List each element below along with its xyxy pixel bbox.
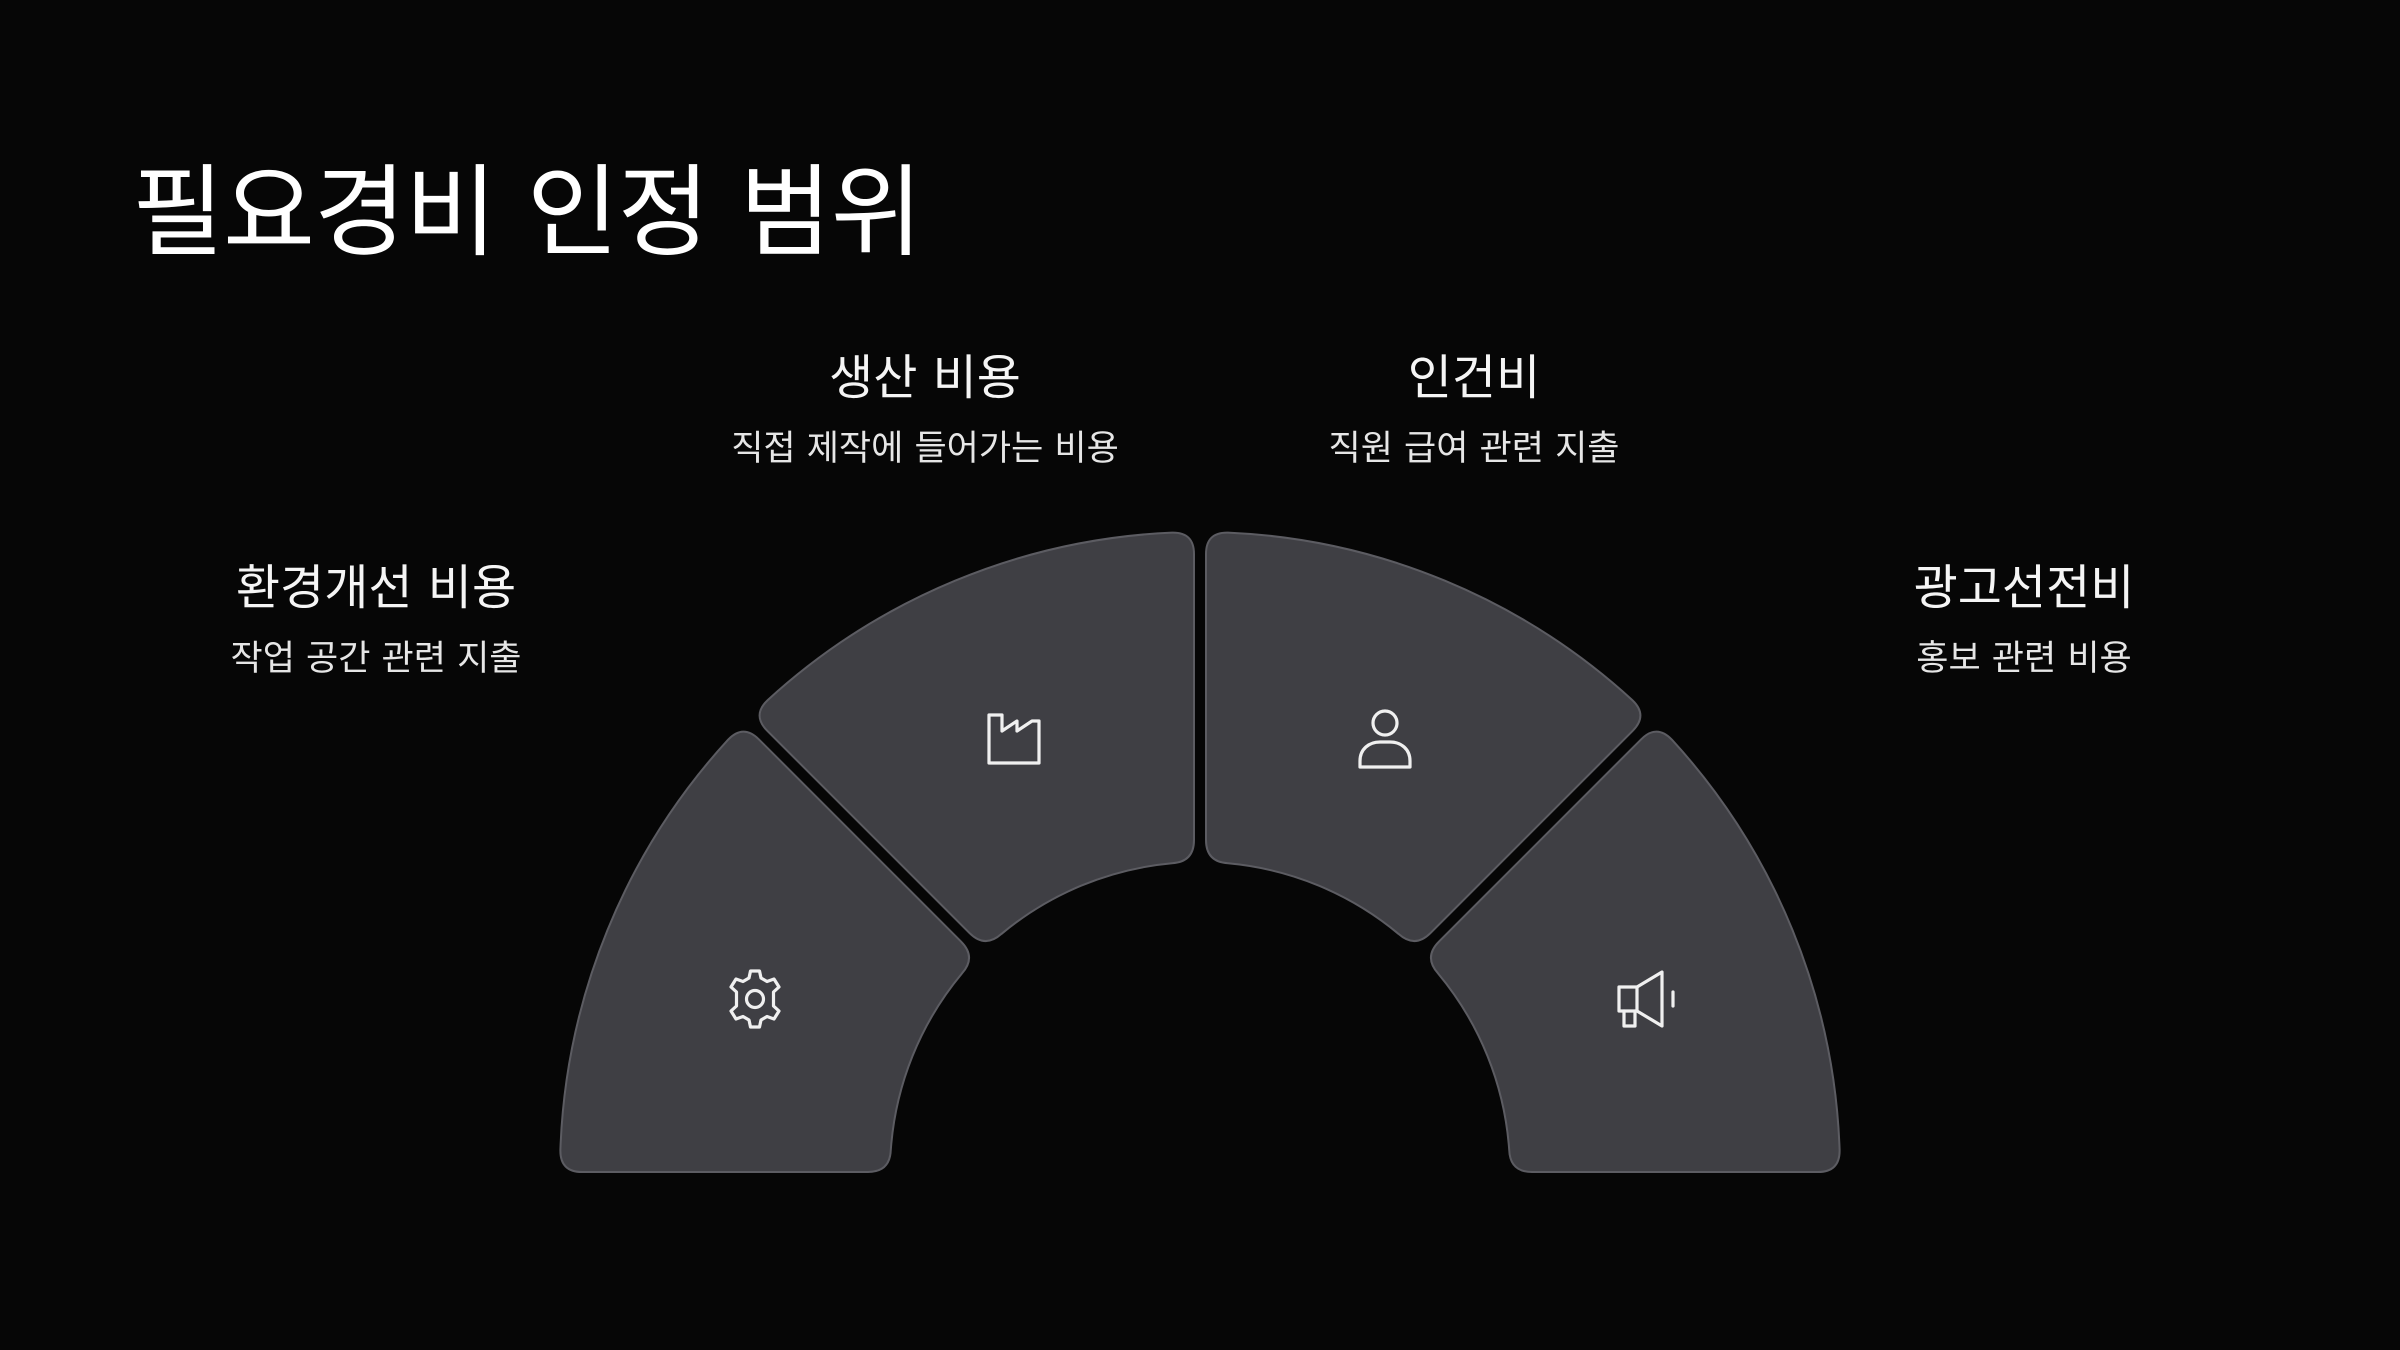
segment-environment (559, 730, 971, 1173)
label-personnel: 인건비 직원 급여 관련 지출 (1329, 350, 1620, 470)
megaphone-icon (1617, 970, 1675, 1028)
label-personnel-description: 직원 급여 관련 지출 (1328, 428, 1620, 469)
label-production: 생산 비용 직접 제작에 들어가는 비용 (731, 350, 1119, 470)
label-personnel-heading: 인건비 (1407, 350, 1541, 406)
segment-production (758, 531, 1195, 943)
label-advertising-heading: 광고선전비 (1913, 560, 2135, 616)
label-production-heading: 생산 비용 (829, 350, 1021, 406)
factory-icon (987, 713, 1041, 765)
label-environment-heading: 환경개선 비용 (235, 560, 517, 616)
person-icon (1358, 709, 1412, 769)
gear-icon (729, 969, 781, 1029)
page-title: 필요경비 인정 범위 (132, 154, 923, 271)
label-environment: 환경개선 비용 작업 공간 관련 지출 (231, 560, 522, 680)
segment-advertising (1429, 730, 1841, 1173)
segment-personnel (1205, 531, 1642, 943)
label-production-description: 직접 제작에 들어가는 비용 (731, 428, 1119, 469)
label-advertising: 광고선전비 홍보 관련 비용 (1914, 560, 2135, 680)
label-environment-description: 작업 공간 관련 지출 (230, 638, 522, 679)
label-advertising-description: 홍보 관련 비용 (1916, 638, 2132, 679)
